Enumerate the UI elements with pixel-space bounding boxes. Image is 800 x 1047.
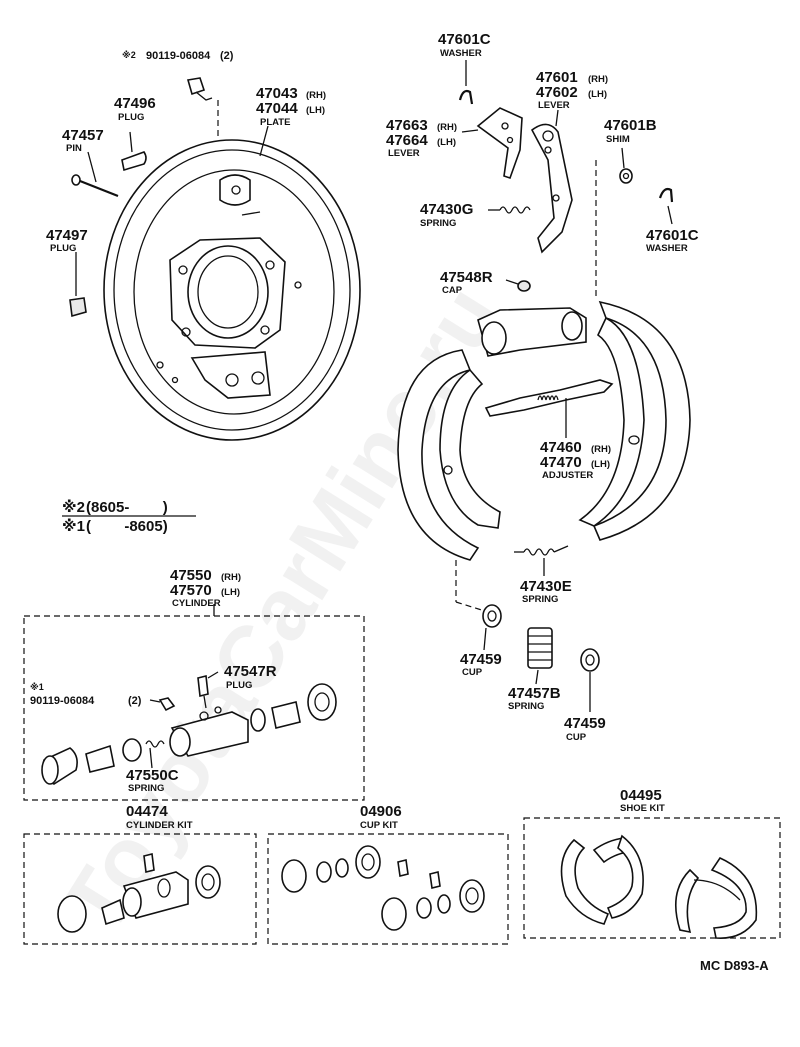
- shoe-kit-name: SHOE KIT: [620, 803, 665, 814]
- plate-side-lh: (LH): [306, 105, 325, 116]
- adjuster-name: ADJUSTER: [542, 470, 593, 481]
- legend-mark-1: ※1: [62, 517, 85, 535]
- cup-kit-name: CUP KIT: [360, 820, 398, 831]
- shim-name: SHIM: [606, 134, 630, 145]
- plug-47547r-name: PLUG: [226, 680, 252, 691]
- washer-right-drawing: [658, 187, 674, 225]
- pin-47457-drawing: [71, 151, 119, 198]
- plate-number-lh: 47044: [256, 100, 298, 117]
- plug-47497-name: PLUG: [50, 243, 76, 254]
- washer-right-name: WASHER: [646, 243, 688, 254]
- pin-47457-name: PIN: [66, 143, 82, 154]
- spring-47430g-drawing: [488, 206, 531, 214]
- adjuster-number-lh: 47470: [540, 454, 582, 471]
- lever-47663-side-lh: (LH): [437, 137, 456, 148]
- backing-plate-drawing: [103, 139, 361, 441]
- cup-kit-number: 04906: [360, 803, 402, 820]
- cylinder-number-lh: 47570: [170, 582, 212, 599]
- bolt-2-number: 90119-06084: [146, 50, 211, 62]
- pin-47457-number: 47457: [62, 127, 104, 144]
- bolt-1-qty: (2): [128, 695, 142, 707]
- plug-47496-name: PLUG: [118, 112, 144, 123]
- spring-47457b-name: SPRING: [508, 701, 544, 712]
- lever-47663-name: LEVER: [388, 148, 420, 159]
- cup-right-drawing: [580, 648, 600, 712]
- bolt-2-mark: ※2: [122, 50, 136, 60]
- shoe-kit-number: 04495: [620, 787, 662, 804]
- cup-right-name: CUP: [566, 732, 587, 743]
- lever-47601-drawing: [530, 109, 597, 300]
- plate-name: PLATE: [260, 117, 290, 128]
- cup-kit-box: [267, 833, 509, 945]
- bolt-1-mark: ※1: [30, 682, 44, 692]
- spring-47430g-name: SPRING: [420, 218, 456, 229]
- lever-47601-number-lh: 47602: [536, 84, 578, 101]
- spring-47457b-number: 47457B: [508, 685, 561, 702]
- spring-47430e-drawing: [514, 545, 569, 576]
- spring-47430g-number: 47430G: [420, 201, 473, 218]
- lever-47663-number-lh: 47664: [386, 132, 428, 149]
- cylinder-name: CYLINDER: [172, 598, 221, 609]
- cylinder-group-box: [23, 604, 365, 801]
- plug-47497-drawing: [69, 252, 87, 318]
- lever-47601-number-rh: 47601: [536, 69, 578, 86]
- spring-47550c-number: 47550C: [126, 767, 179, 784]
- adjuster-side-rh: (RH): [591, 444, 611, 455]
- plug-47496-drawing: [121, 131, 147, 172]
- cup-left-drawing: [482, 604, 502, 651]
- bolt-drawing: [186, 77, 219, 140]
- legend-range-2: (8605- ): [86, 499, 168, 516]
- bolt-1-number: 90119-06084: [30, 695, 95, 707]
- cylinder-side-rh: (RH): [221, 572, 241, 583]
- spring-47550c-name: SPRING: [128, 783, 164, 794]
- cup-left-name: CUP: [462, 667, 483, 678]
- lever-47601-side-rh: (RH): [588, 74, 608, 85]
- lever-47601-name: LEVER: [538, 100, 570, 111]
- adjuster-side-lh: (LH): [591, 459, 610, 470]
- plate-side-rh: (RH): [306, 90, 326, 101]
- plate-number-rh: 47043: [256, 85, 298, 102]
- diagram-code: MC D893-A: [700, 958, 769, 973]
- spring-47430e-name: SPRING: [522, 594, 558, 605]
- lever-47663-drawing: [461, 107, 523, 180]
- washer-top-number: 47601C: [438, 31, 491, 48]
- cup-right-number: 47459: [564, 715, 606, 732]
- spring-47430e-number: 47430E: [520, 578, 572, 595]
- date-legend: ※2 (8605- ) ※1 ( -8605): [62, 498, 196, 535]
- cup-left-number: 47459: [460, 651, 502, 668]
- lever-47601-side-lh: (LH): [588, 89, 607, 100]
- cap-47548r-drawing: [505, 279, 531, 292]
- cylinder-side-lh: (LH): [221, 587, 240, 598]
- washer-top-drawing: [458, 60, 474, 105]
- lever-47663-side-rh: (RH): [437, 122, 457, 133]
- brake-shoe-assembly-drawing: [397, 300, 691, 613]
- shoe-kit-box: [523, 817, 781, 939]
- legend-mark-2: ※2: [62, 498, 85, 516]
- adjuster-number-rh: 47460: [540, 439, 582, 456]
- cap-number: 47548R: [440, 269, 493, 286]
- plug-47496-number: 47496: [114, 95, 156, 112]
- washer-right-number: 47601C: [646, 227, 699, 244]
- washer-top-name: WASHER: [440, 48, 482, 59]
- lever-47663-number-rh: 47663: [386, 117, 428, 134]
- cylinder-number-rh: 47550: [170, 567, 212, 584]
- plug-47497-number: 47497: [46, 227, 88, 244]
- cap-name: CAP: [442, 285, 463, 296]
- shim-number: 47601B: [604, 117, 657, 134]
- cylinder-kit-name: CYLINDER KIT: [126, 820, 193, 831]
- bolt-2-qty: (2): [220, 50, 234, 62]
- legend-range-1: ( -8605): [86, 518, 168, 535]
- spring-47457b-drawing: [527, 627, 553, 685]
- cylinder-kit-number: 04474: [126, 803, 168, 820]
- cylinder-kit-box: [23, 833, 257, 945]
- shim-drawing: [619, 147, 633, 184]
- plug-47547r-number: 47547R: [224, 663, 277, 680]
